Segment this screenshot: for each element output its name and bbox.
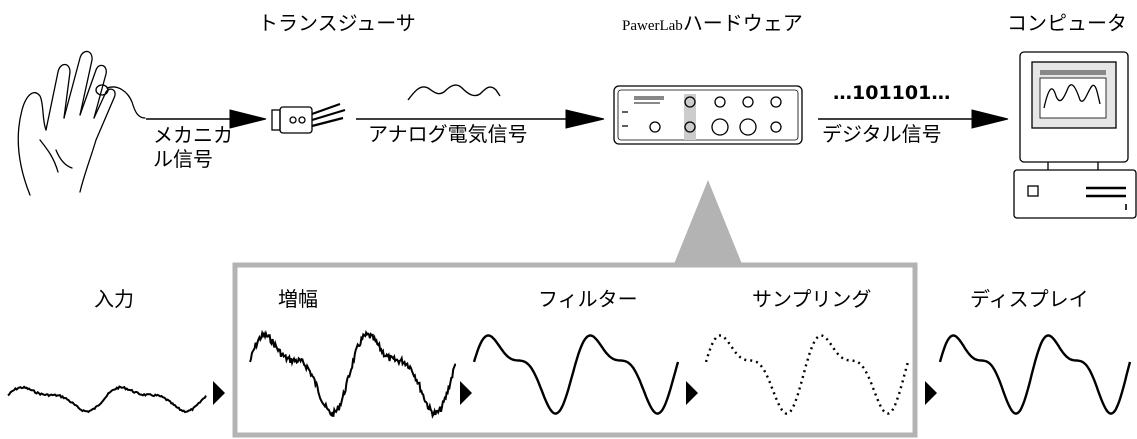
hardware-brand: PawerLab [622,18,683,34]
step-arrow-1 [213,381,225,405]
display-waveform [938,334,1132,415]
filter-label: フィルター [538,287,638,311]
analog-wave [407,84,501,101]
mechanical-signal-label: メカニカ ル信号 [153,123,233,171]
sampled-waveform [704,334,910,415]
transducer-icon [271,102,346,134]
step-arrow-4 [925,381,937,405]
analog-signal-label: アナログ電気信号 [368,122,528,146]
top-arrows [146,109,1009,129]
mechanical-signal-line1: メカニカ [153,123,233,147]
panel-pointer [674,180,742,264]
hardware-title-suffix: ハードウェア [682,11,803,35]
filtered-waveform [472,334,680,415]
digital-signal-label: デジタル信号 [822,122,942,146]
arrow-to-hardware-head [565,109,605,129]
step-arrow-2 [460,381,472,405]
step-arrow-3 [686,381,698,405]
hand-illustration [17,50,146,196]
computer-title: コンピュータ [1007,11,1127,35]
hardware-title: PawerLabハードウェア [622,12,803,35]
amplify-label: 増幅 [278,287,318,311]
hardware-box [613,85,803,145]
computer-icon [1013,51,1137,219]
display-label: ディスプレイ [970,287,1089,311]
step-arrows [213,381,937,405]
input-waveform [7,385,207,414]
mechanical-signal-line2: ル信号 [153,147,213,171]
input-label: 入力 [94,287,134,311]
arrow-to-transducer-head [229,109,267,129]
processing-panel [232,180,918,438]
amplified-waveform [249,329,457,419]
sampling-label: サンプリング [752,287,872,311]
panel-frame [232,262,918,438]
arrow-to-computer-head [971,109,1009,129]
transducer-title: トランスジューサ [258,11,416,35]
digital-bits-label: …101101… [833,82,951,104]
